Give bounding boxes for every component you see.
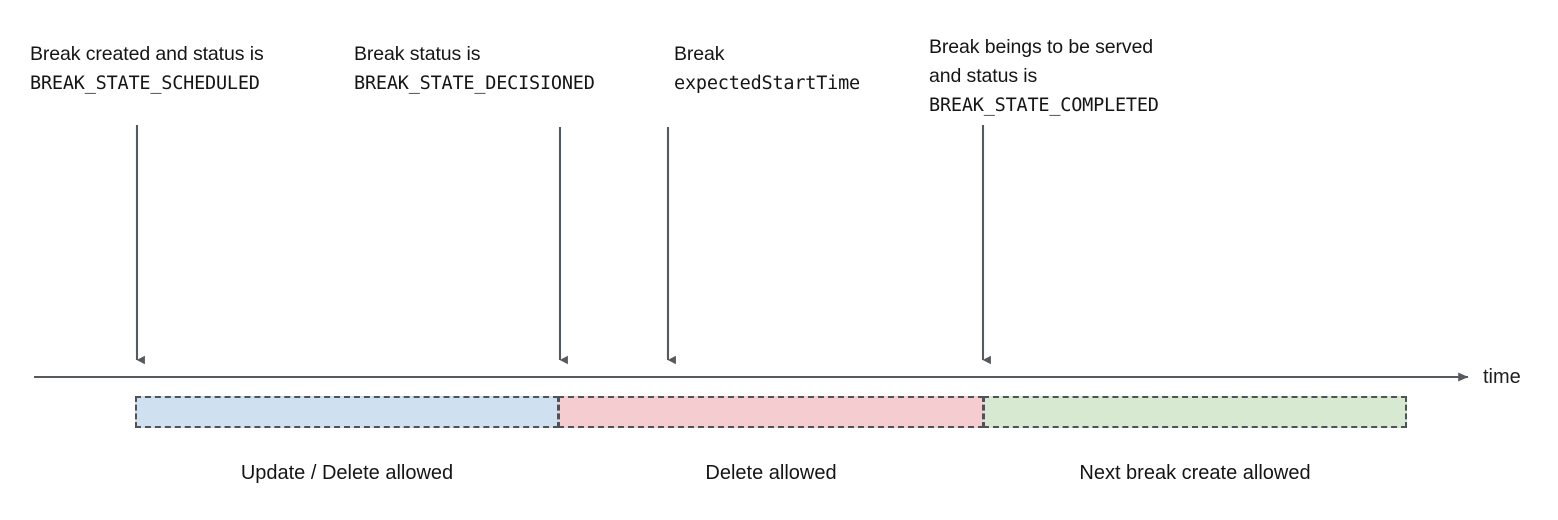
- phase-caption-delete: Delete allowed: [705, 462, 837, 484]
- annotation-state-constant: BREAK_STATE_SCHEDULED: [30, 73, 260, 94]
- phase-bar-delete: [558, 396, 984, 428]
- annotation-break-created: Break created and status is BREAK_STATE_…: [30, 40, 264, 98]
- annotation-prose: Break: [674, 43, 725, 65]
- phase-bar-update-delete: [135, 396, 559, 428]
- annotation-state-constant: BREAK_STATE_DECISIONED: [354, 73, 595, 94]
- annotation-state-constant: BREAK_STATE_COMPLETED: [929, 95, 1159, 116]
- phase-caption-next-break-create: Next break create allowed: [1079, 462, 1311, 484]
- phase-bar-next-break-create: [983, 396, 1407, 428]
- annotation-field-name: expectedStartTime: [674, 73, 860, 94]
- annotation-prose: Break status is: [354, 43, 481, 65]
- annotation-prose: Break created and status is: [30, 43, 264, 65]
- annotation-prose-line1: Break beings to be served: [929, 36, 1154, 58]
- annotation-break-decisioned: Break status is BREAK_STATE_DECISIONED: [354, 40, 595, 98]
- annotation-break-expected-start: Break expectedStartTime: [674, 40, 860, 98]
- phase-caption-update-delete: Update / Delete allowed: [240, 462, 454, 484]
- annotation-prose-line2: and status is: [929, 65, 1038, 87]
- time-axis-label: time: [1483, 366, 1521, 388]
- annotation-break-served: Break beings to be served and status is …: [929, 33, 1159, 120]
